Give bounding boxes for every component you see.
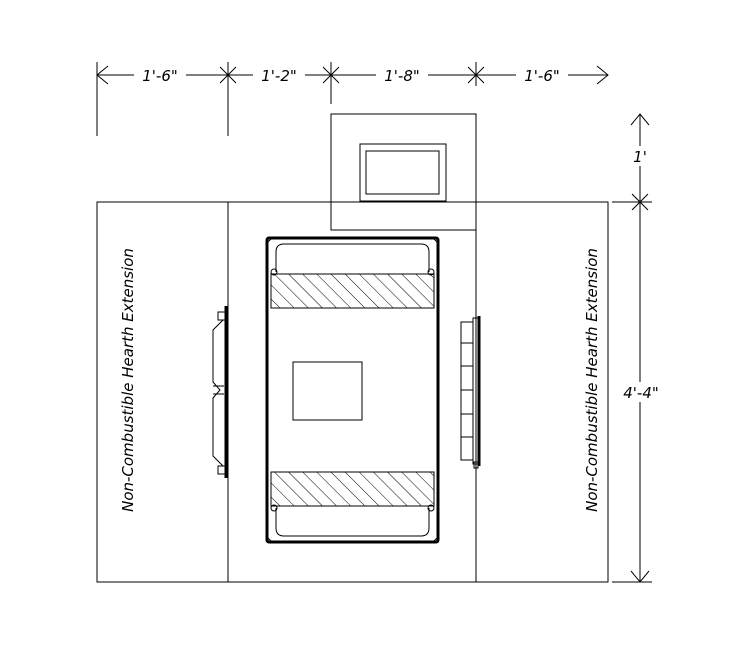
right-hearth-label: Non-Combustible Hearth Extension xyxy=(583,248,601,512)
dim-label-side-upper: 1' xyxy=(633,148,647,166)
flue-collar-outer xyxy=(359,143,447,202)
dim-label-bg xyxy=(253,66,305,84)
dim-label-bg xyxy=(614,382,668,402)
dim-label-bg xyxy=(516,66,568,84)
dim-label-bg xyxy=(628,146,652,166)
hatched-band-bottom xyxy=(270,471,435,507)
dim-label-2: 1'-2" xyxy=(261,67,297,85)
dim-label-bg xyxy=(134,66,186,84)
flue-collar-inner xyxy=(365,150,440,195)
left-door-handle xyxy=(212,306,228,478)
right-side-panel xyxy=(460,316,481,469)
hearth-outline xyxy=(96,201,609,583)
rear-clearance-box xyxy=(330,113,477,231)
left-hearth-label: Non-Combustible Hearth Extension xyxy=(119,248,137,512)
side-dimension-line xyxy=(612,113,652,583)
dim-label-bg xyxy=(376,66,428,84)
dim-label-1: 1'-6" xyxy=(142,67,178,85)
center-square xyxy=(292,361,363,421)
dim-label-4: 1'-6" xyxy=(524,67,560,85)
hatched-band-top xyxy=(270,273,435,309)
stove-body xyxy=(265,236,440,544)
dim-label-side-lower: 4'-4" xyxy=(623,384,659,402)
dim-label-3: 1'-8" xyxy=(384,67,420,85)
